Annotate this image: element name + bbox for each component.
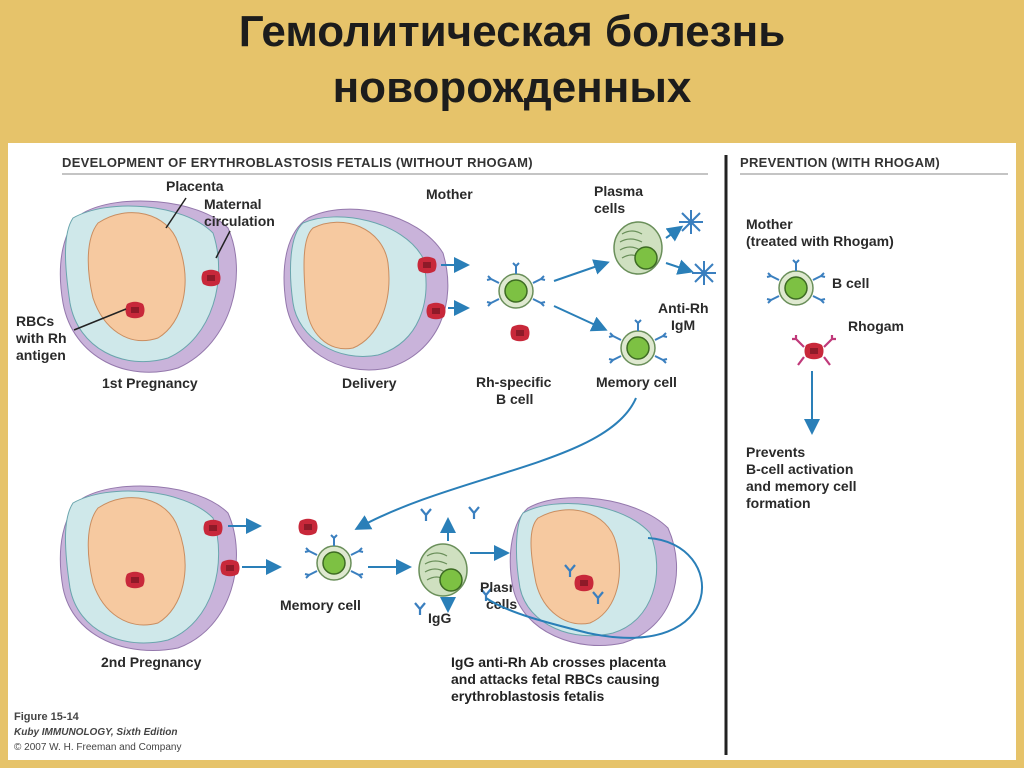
igg-icon-3 xyxy=(413,601,427,617)
label-rbc-3: antigen xyxy=(16,347,66,363)
arrow-memory-to-second xyxy=(354,397,637,530)
label-plasma-top-2: cells xyxy=(594,200,625,216)
label-prevents-1: Prevents xyxy=(746,444,805,460)
label-rbc-2: with Rh xyxy=(15,330,67,346)
igm-icon-2 xyxy=(691,260,717,286)
figure-copyright: © 2007 W. H. Freeman and Company xyxy=(14,742,181,753)
slide-title: Гемолитическая болезнь новорожденных xyxy=(0,0,1024,140)
label-anti-rh-2: IgM xyxy=(671,317,695,333)
label-rh-b-cell-2: B cell xyxy=(496,391,533,407)
label-second-pregnancy: 2nd Pregnancy xyxy=(101,654,202,670)
arrow-igm-1 xyxy=(665,225,684,242)
label-delivery: Delivery xyxy=(342,375,397,391)
label-rbc-1: RBCs xyxy=(16,313,54,329)
igg-icon-2 xyxy=(467,505,481,521)
label-prevents-2: B-cell activation xyxy=(746,461,853,477)
placenta-pointer xyxy=(165,197,187,229)
crossing-placenta-arrow xyxy=(485,537,704,639)
arrow-igm-2 xyxy=(665,259,694,275)
memory-cell-bottom xyxy=(304,534,364,581)
caption-line-1: IgG anti-Rh Ab crosses placenta xyxy=(451,654,666,670)
attacked-fetus-illustration xyxy=(509,497,678,647)
maternal-pointer xyxy=(215,230,231,259)
label-mother-treated-1: Mother xyxy=(746,216,793,232)
rbc-antigen xyxy=(510,324,530,342)
label-first-pregnancy: 1st Pregnancy xyxy=(102,375,198,391)
caption-line-3: erythroblastosis fetalis xyxy=(451,688,604,704)
figure-source: Kuby IMMUNOLOGY, Sixth Edition xyxy=(14,727,178,738)
header-left: DEVELOPMENT OF ERYTHROBLASTOSIS FETALIS … xyxy=(62,155,533,170)
label-mother: Mother xyxy=(426,186,473,202)
label-prevents-3: and memory cell xyxy=(746,478,857,494)
igg-icon-1 xyxy=(419,507,433,523)
rbc-pointer xyxy=(73,308,127,331)
label-plasma-bottom-2: cells xyxy=(486,596,517,612)
rbc-bottom xyxy=(298,518,318,536)
label-maternal-2: circulation xyxy=(204,213,275,229)
plasma-cell-bottom xyxy=(418,543,468,597)
header-right: PREVENTION (WITH RHOGAM) xyxy=(740,155,940,170)
arrow-to-plasma xyxy=(553,259,610,282)
second-pregnancy-illustration xyxy=(59,485,240,651)
first-pregnancy-illustration xyxy=(59,200,237,373)
label-igg: IgG xyxy=(428,610,451,626)
label-anti-rh-1: Anti-Rh xyxy=(658,300,709,316)
rh-specific-b-cell xyxy=(486,262,546,309)
plasma-cell-top xyxy=(613,221,663,275)
slide-title-line-2: новорожденных xyxy=(332,63,692,112)
label-b-cell: B cell xyxy=(832,275,869,291)
label-plasma-top-1: Plasma xyxy=(594,183,643,199)
igm-icon-1 xyxy=(678,209,704,235)
label-memory-bottom: Memory cell xyxy=(280,597,361,613)
arrow-to-memory xyxy=(553,305,608,332)
erythroblastosis-diagram: DEVELOPMENT OF ERYTHROBLASTOSIS FETALIS … xyxy=(14,155,1008,755)
figure-number: Figure 15-14 xyxy=(14,711,80,723)
label-placenta: Placenta xyxy=(166,178,224,194)
rbc-rhogam xyxy=(804,342,824,360)
slide-title-line-1: Гемолитическая болезнь xyxy=(238,7,786,56)
label-rh-b-cell-1: Rh-specific xyxy=(476,374,552,390)
label-mother-treated-2: (treated with Rhogam) xyxy=(746,233,894,249)
caption-line-2: and attacks fetal RBCs causing xyxy=(451,671,660,687)
label-rhogam: Rhogam xyxy=(848,318,904,334)
b-cell-prevention xyxy=(766,259,826,306)
memory-cell-top xyxy=(608,319,668,366)
label-memory-top: Memory cell xyxy=(596,374,677,390)
figure-panel: DEVELOPMENT OF ERYTHROBLASTOSIS FETALIS … xyxy=(8,143,1016,760)
label-maternal-1: Maternal xyxy=(204,196,262,212)
delivery-illustration xyxy=(283,208,449,371)
label-prevents-4: formation xyxy=(746,495,811,511)
